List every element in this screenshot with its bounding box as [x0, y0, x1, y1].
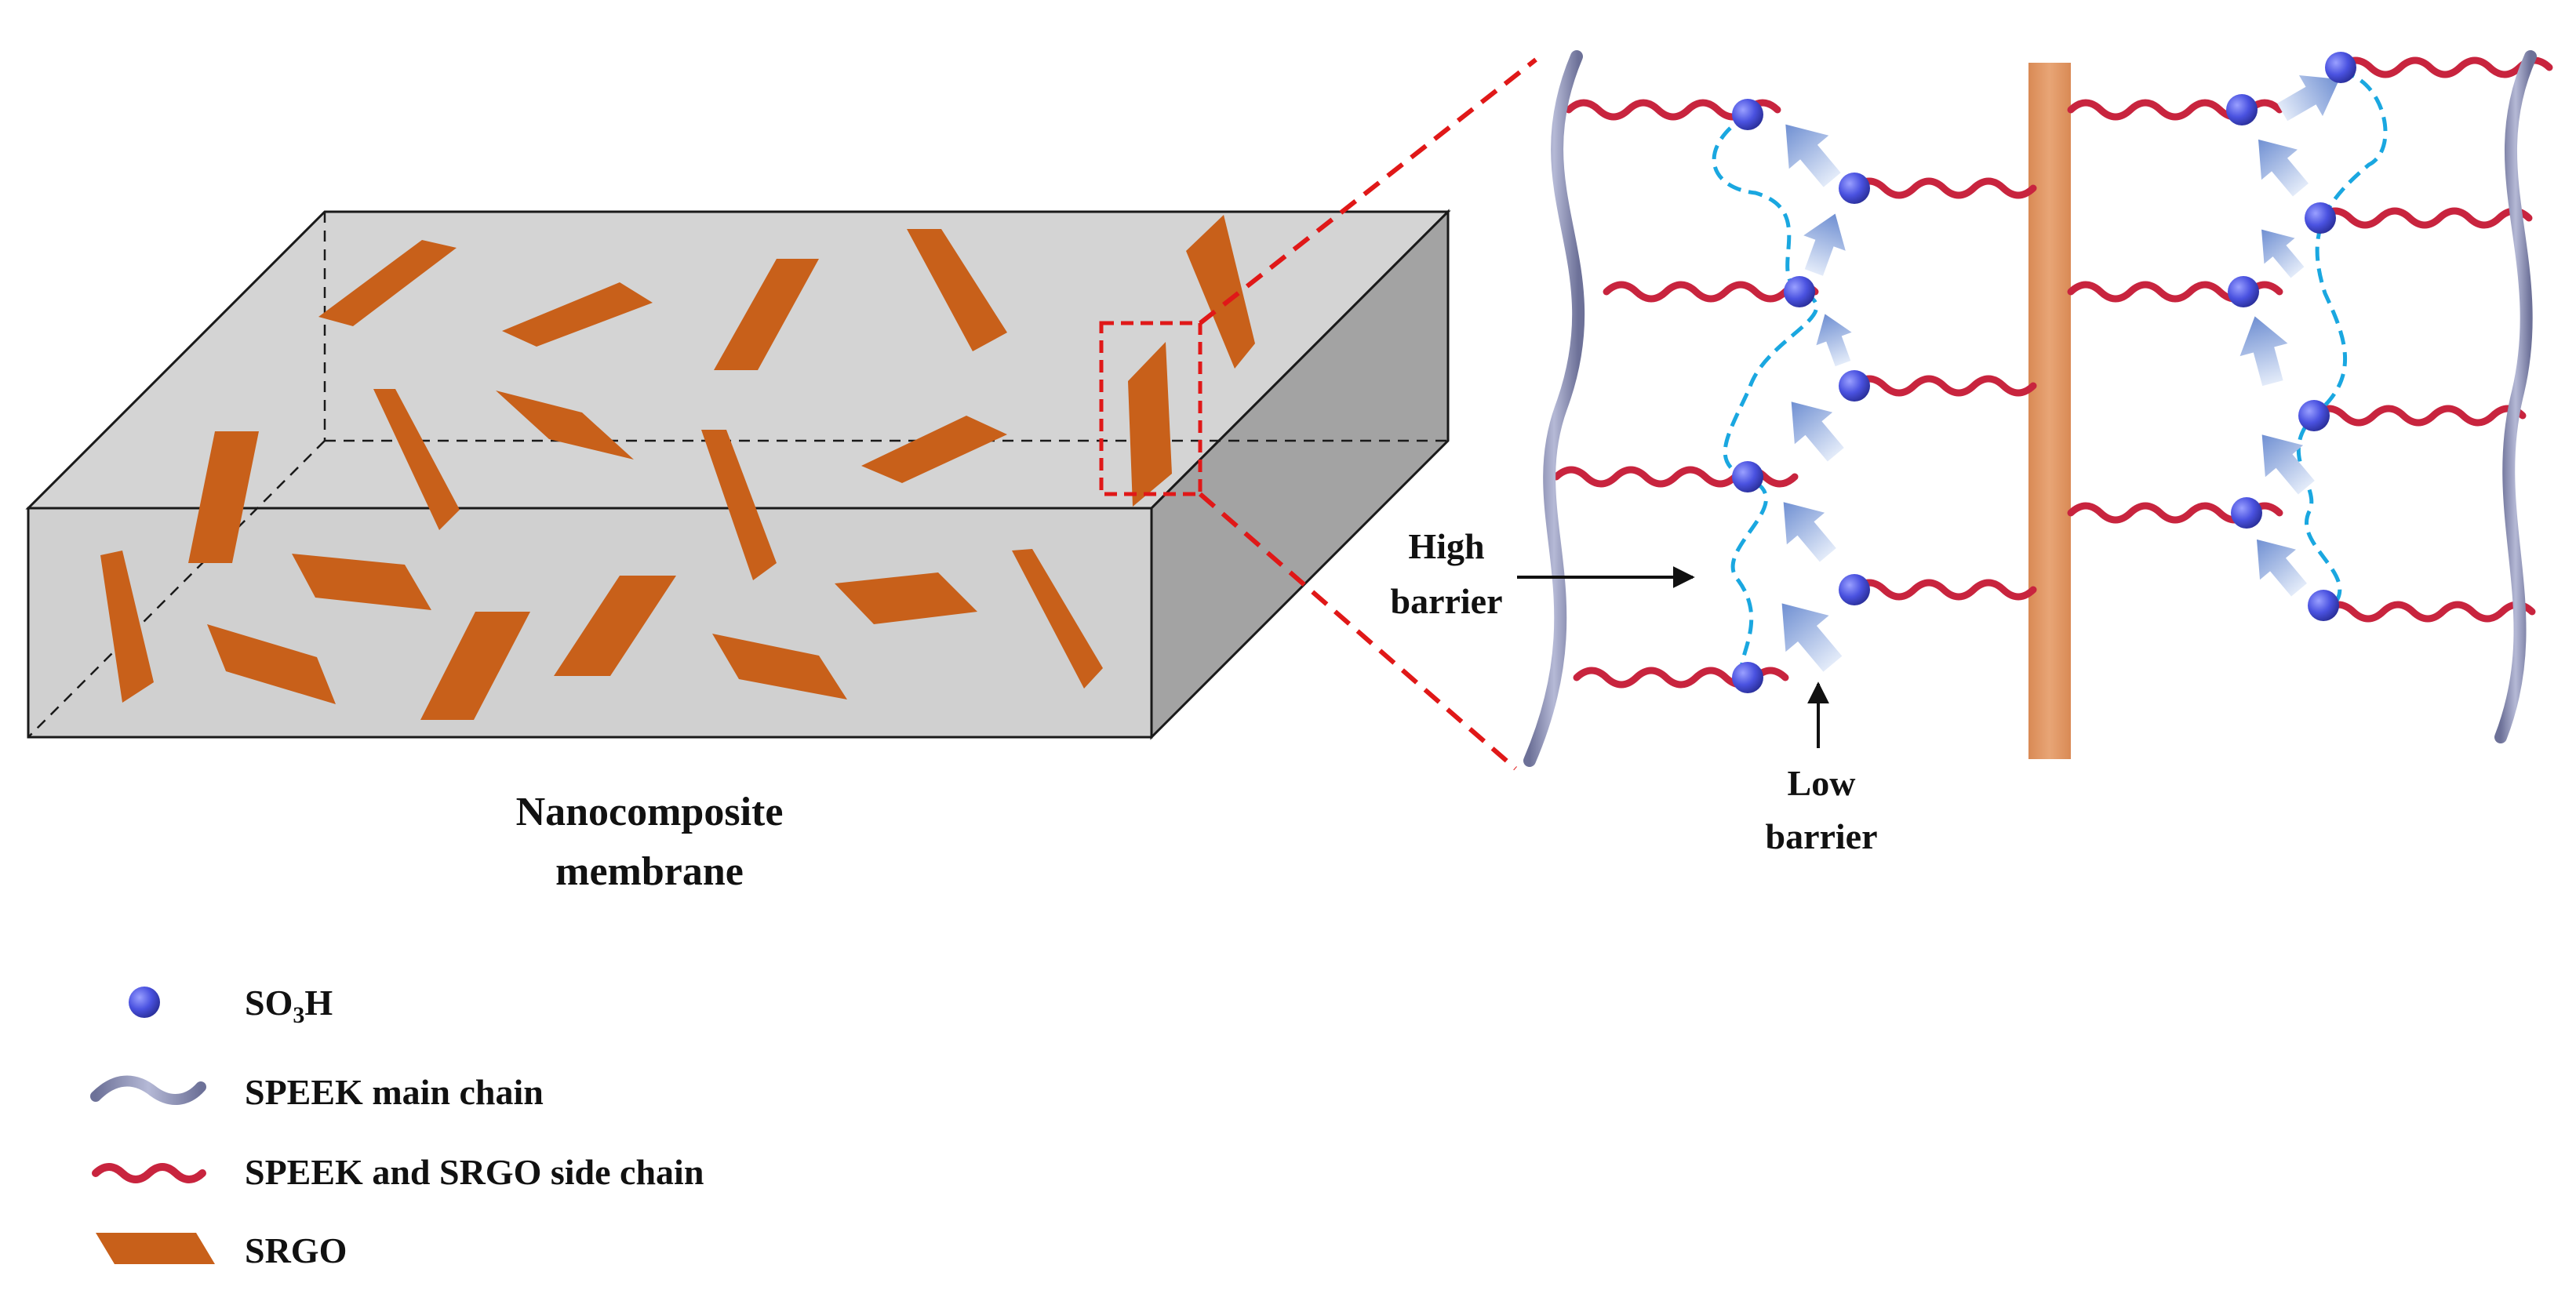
- zoom-lines: [1199, 57, 1537, 771]
- main-chain-right: [2494, 50, 2537, 743]
- membrane-hidden-edges: [27, 212, 1448, 738]
- so3h-ball: [2298, 400, 2330, 431]
- transport-arrow: [2239, 524, 2317, 605]
- legend: SO3H SPEEK main chain SPEEK and SRGO sid…: [90, 983, 704, 1270]
- srgo-flake: [292, 554, 431, 610]
- so3h-ball: [2226, 94, 2258, 125]
- side-chain: [1850, 177, 2037, 199]
- srgo-flake: [188, 431, 259, 563]
- srgo-flake: [1186, 215, 1255, 369]
- so3h-ball: [2308, 590, 2339, 621]
- legend-item-main-chain: SPEEK main chain: [90, 1072, 544, 1112]
- so3h-ball: [2305, 202, 2336, 234]
- so3h-ball: [1839, 173, 1870, 204]
- srgo-flake: [907, 229, 1007, 351]
- so3h-groups: [1732, 52, 2356, 693]
- so3h-ball: [1839, 574, 1870, 605]
- srgo-flake: [701, 430, 777, 580]
- membrane-caption-2: membrane: [555, 849, 744, 894]
- membrane-side-face: [1150, 209, 1450, 740]
- low-barrier-label-2: barrier: [1765, 816, 1877, 856]
- srgo-flake: [318, 240, 457, 326]
- legend-so3h-label: SO3H: [245, 983, 333, 1028]
- so3h-ball: [1839, 370, 1870, 402]
- so3h-ball: [1732, 662, 1763, 693]
- srgo-flakes: [100, 215, 1255, 720]
- srgo-flake: [100, 551, 154, 703]
- so3h-ball: [1732, 461, 1763, 492]
- transport-arrow: [2231, 310, 2297, 390]
- barrier-pointers: [1517, 566, 1829, 748]
- legend-so3h-tail: H: [304, 983, 333, 1023]
- high-barrier-label-1: High: [1408, 526, 1484, 566]
- low-barrier-label-1: Low: [1788, 763, 1856, 803]
- so3h-ball: [2228, 276, 2259, 307]
- legend-item-side-chain: SPEEK and SRGO side chain: [92, 1152, 704, 1192]
- srgo-flake: [420, 612, 530, 720]
- srgo-flake: [554, 576, 676, 676]
- legend-srgo-label: SRGO: [245, 1230, 347, 1270]
- transport-arrow: [1772, 385, 1855, 471]
- srgo-flake: [714, 259, 819, 370]
- srgo-legend-icon: [96, 1233, 215, 1264]
- side-chain: [2319, 601, 2536, 623]
- pathway-right: [2296, 70, 2388, 619]
- srgo-flake: [712, 634, 847, 700]
- transport-arrow: [2240, 124, 2319, 205]
- so3h-ball: [2231, 497, 2262, 529]
- legend-so3h-sub: 3: [293, 1002, 304, 1028]
- srgo-flake: [207, 624, 336, 704]
- srgo-flake: [835, 572, 977, 624]
- so3h-ball: [1732, 99, 1763, 130]
- proton-pathways: [1712, 70, 2388, 683]
- transport-arrow: [2243, 418, 2326, 504]
- side-chain: [2316, 207, 2533, 229]
- transport-arrow: [1764, 485, 1847, 572]
- side-chain: [2310, 405, 2527, 427]
- main-chain-legend-icon: [90, 1075, 206, 1105]
- high-barrier-label-2: barrier: [1390, 581, 1502, 621]
- side-chain: [1850, 375, 2037, 397]
- srgo-flake: [1128, 342, 1172, 507]
- legend-item-srgo: SRGO: [96, 1230, 347, 1270]
- legend-main-chain-label: SPEEK main chain: [245, 1072, 544, 1112]
- legend-side-chain-label: SPEEK and SRGO side chain: [245, 1152, 704, 1192]
- side-chain: [2337, 56, 2553, 78]
- zoomed-structure: High barrier Low barrier: [1390, 50, 2553, 856]
- legend-item-so3h: SO3H: [129, 983, 333, 1028]
- transport-arrow: [1766, 107, 1852, 197]
- side-chain: [1850, 579, 2037, 601]
- pathway-left: [1712, 112, 1818, 683]
- side-chain: [1603, 281, 1819, 303]
- so3h-legend-icon: [129, 987, 160, 1018]
- transport-arrow: [2246, 216, 2313, 285]
- transport-arrow: [1806, 307, 1861, 370]
- side-chain-legend-icon: [92, 1163, 206, 1183]
- membrane-caption-1: Nanocomposite: [516, 790, 784, 834]
- main-chain-left: [1523, 50, 1585, 767]
- srgo-flake: [496, 391, 634, 460]
- srgo-flake: [373, 389, 460, 530]
- membrane-block: [25, 209, 1451, 740]
- srgo-flake: [861, 416, 1007, 483]
- srgo-flake: [502, 282, 653, 347]
- legend-so3h-main: SO: [245, 983, 293, 1023]
- so3h-ball: [2325, 52, 2356, 83]
- main-chains: [1523, 50, 2537, 767]
- srgo-flake: [1012, 549, 1103, 689]
- zoom-selection-box: [1099, 321, 1202, 496]
- srgo-sheet: [2028, 63, 2071, 759]
- so3h-ball: [1784, 276, 1815, 307]
- transport-arrow: [1792, 205, 1857, 281]
